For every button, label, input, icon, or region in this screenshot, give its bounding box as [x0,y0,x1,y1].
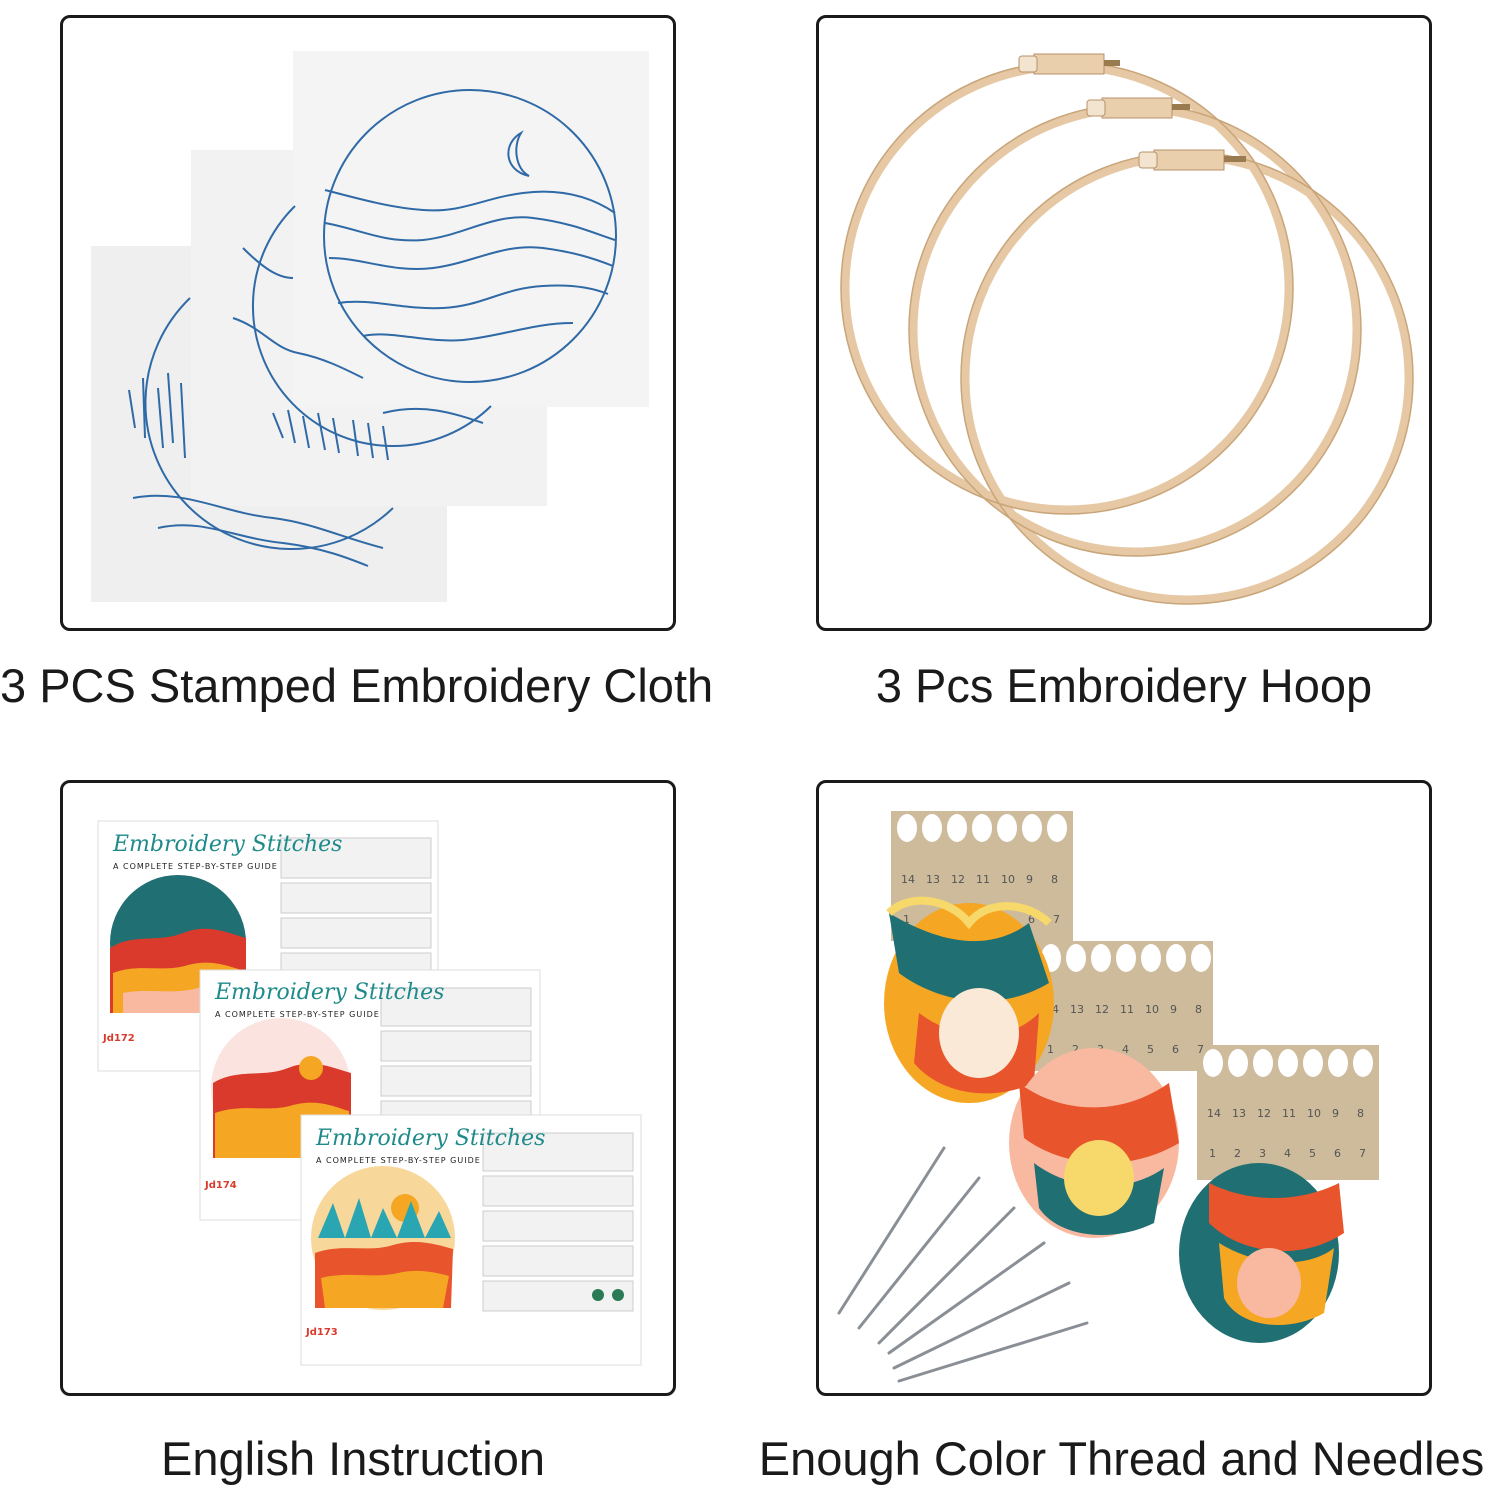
card-1-bottom-number: 1 [903,913,910,926]
card-2-top-number: 11 [1120,1003,1134,1016]
card-2-top-number: 10 [1145,1003,1159,1016]
thread-caption: Enough Color Thread and Needles [758,1432,1485,1485]
card-1-top-number: 11 [976,873,990,886]
thread-panel: 1413121110981234567141312111098123456714… [816,780,1432,1396]
card-1-top-number: 14 [901,873,915,886]
card-3-top-number: 11 [1282,1107,1296,1120]
instruction-panel: Embroidery Stitches Embroidery Stitches … [60,780,676,1396]
sheet-2-subtitle: A COMPLETE STEP-BY-STEP GUIDE [215,1010,380,1019]
sheet-3-title: Embroidery Stitches [315,1126,545,1151]
card-2-bottom-number: 5 [1147,1043,1154,1056]
thread-card-3 [1197,1045,1379,1180]
thread-and-needles-icon: 1413121110981234567141312111098123456714… [837,811,1379,1383]
card-1-top-number: 12 [951,873,965,886]
thread-skein-1 [884,896,1054,1103]
card-3-bottom-number: 4 [1284,1147,1291,1160]
card-2-bottom-number: 2 [1072,1043,1079,1056]
card-3-top-number: 12 [1257,1107,1271,1120]
sheet-3-subtitle: A COMPLETE STEP-BY-STEP GUIDE [316,1156,481,1165]
instruction-caption: English Instruction [160,1432,546,1485]
card-3-bottom-number: 5 [1309,1147,1316,1160]
card-3-bottom-number: 6 [1334,1147,1341,1160]
card-3-top-number: 8 [1357,1107,1364,1120]
card-2-top-number: 12 [1095,1003,1109,1016]
card-3-bottom-number: 1 [1209,1147,1216,1160]
card-3-bottom-number: 3 [1259,1147,1266,1160]
card-1-top-number: 9 [1026,873,1033,886]
card-2-top-number: 13 [1070,1003,1084,1016]
card-1-top-number: 13 [926,873,940,886]
instruction-sheet-3 [300,1114,642,1366]
embroidery-hoop-caption: 3 Pcs Embroidery Hoop [875,659,1373,712]
card-3-bottom-number: 2 [1234,1147,1241,1160]
sheet-2-title: Embroidery Stitches [214,980,444,1005]
card-3-top-number: 13 [1232,1107,1246,1120]
stamped-cloth-panel [60,15,676,631]
card-2-bottom-number: 4 [1122,1043,1129,1056]
card-1-top-number: 10 [1001,873,1015,886]
card-1-top-number: 8 [1051,873,1058,886]
stamped-cloth-caption: 3 PCS Stamped Embroidery Cloth [0,659,714,712]
sheet-3-code: Jd173 [305,1327,338,1338]
sheet-2-code: Jd174 [204,1180,237,1191]
card-3-top-number: 14 [1207,1107,1221,1120]
embroidery-hoop-panel [816,15,1432,631]
card-2-bottom-number: 7 [1197,1043,1204,1056]
thread-skein-2 [1009,1048,1179,1238]
sheet-1-code: Jd172 [102,1033,135,1044]
thread-skein-3 [1179,1163,1344,1343]
card-2-bottom-number: 1 [1047,1043,1054,1056]
needles [837,1146,1089,1383]
card-3-top-number: 9 [1332,1107,1339,1120]
sheet-1-title: Embroidery Stitches [112,832,342,857]
sheet-1-subtitle: A COMPLETE STEP-BY-STEP GUIDE [113,862,278,871]
embroidery-hoop-icon [840,53,1414,605]
card-3-bottom-number: 7 [1359,1147,1366,1160]
card-1-bottom-number: 7 [1053,913,1060,926]
card-2-top-number: 8 [1195,1003,1202,1016]
instruction-sheet-2 [199,969,541,1221]
stamped-cloth-icon [91,51,649,602]
instruction-sheet-icon: Embroidery Stitches Embroidery Stitches … [97,820,642,1366]
card-2-top-number: 9 [1170,1003,1177,1016]
card-3-top-number: 10 [1307,1107,1321,1120]
thread-card-2 [1035,941,1213,1071]
card-2-bottom-number: 6 [1172,1043,1179,1056]
card-1-bottom-number: 6 [1028,913,1035,926]
